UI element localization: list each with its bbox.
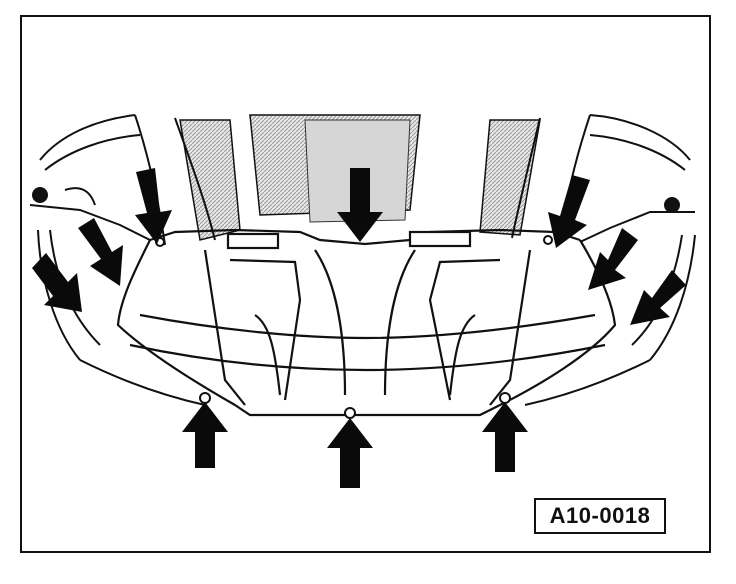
arrow-top-center <box>337 168 383 242</box>
arrow-upper-left-1 <box>135 168 172 244</box>
arrow-upper-left-2 <box>78 218 123 286</box>
arrow-bottom-left <box>182 402 228 468</box>
underbody-panel <box>116 228 617 417</box>
arrow-upper-right-2 <box>588 228 638 290</box>
arrow-upper-right-3 <box>630 270 686 325</box>
arrow-bottom-right <box>482 402 528 472</box>
arrow-bottom-center <box>327 418 373 488</box>
arrow-upper-right-1 <box>548 175 590 248</box>
figure-reference-code: A10-0018 <box>534 498 666 534</box>
engine-bay-shading <box>179 114 541 241</box>
arrow-upper-left-3 <box>32 253 82 312</box>
